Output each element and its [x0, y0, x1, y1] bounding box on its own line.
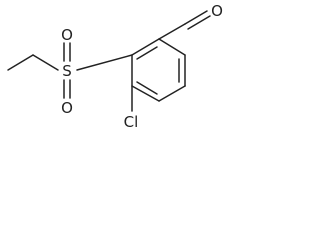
atom-label-sulfonyl-oxygen-bottom: O [61, 99, 73, 117]
ring-bond-c6-c1 [131, 38, 160, 56]
ring-bond-c3-c4 [158, 85, 186, 102]
bond-ch2-to-ch3 [7, 54, 34, 71]
benzene-ring [131, 38, 186, 102]
bond-ring-to-cho [158, 23, 186, 40]
ring-bond-c6-c1-inner [136, 46, 158, 60]
bond-ring-to-s [76, 54, 133, 71]
atom-label-aldehyde-oxygen: O [211, 2, 223, 20]
bond-s-to-ch2 [32, 54, 59, 71]
ring-bond-c1-c2 [158, 38, 186, 56]
atom-label-sulfonyl-oxygen-top: O [61, 26, 73, 44]
ring-bond-c4-c5 [131, 85, 160, 102]
ethylsulfonyl-group: O S O [7, 26, 133, 117]
bond-c-o-double-a [184, 10, 208, 25]
atom-label-chlorine: Cl [124, 113, 139, 131]
chemical-structure: O Cl O S O [7, 2, 223, 131]
chloro-group: Cl [124, 85, 139, 131]
bond-c-o-double-b [187, 15, 211, 30]
atom-label-sulfur: S [62, 62, 72, 80]
ring-bond-c4-c5-inner [136, 81, 158, 95]
aldehyde-group: O [158, 2, 223, 40]
